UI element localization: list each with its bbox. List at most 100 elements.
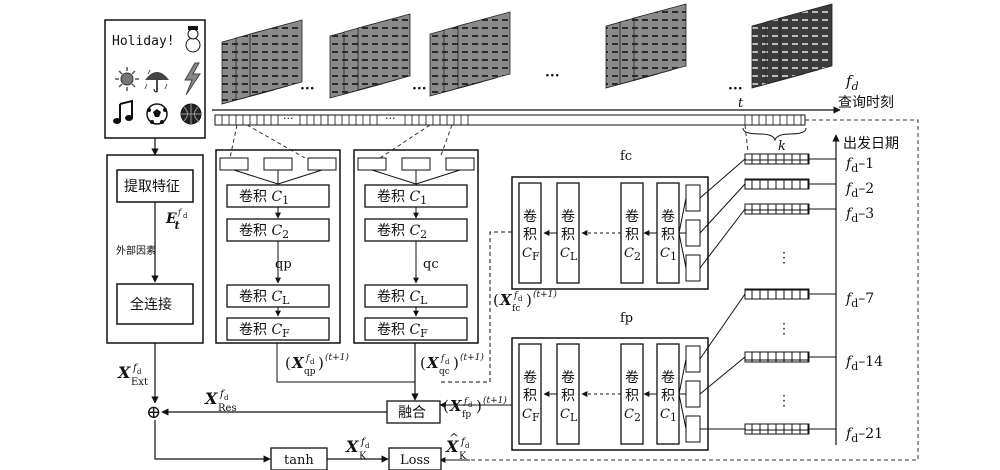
stack-dots-1: ··· xyxy=(300,81,315,97)
svg-text:K: K xyxy=(359,451,367,462)
loss-label: Loss xyxy=(400,453,430,468)
svg-text:(t+1): (t+1) xyxy=(533,289,557,300)
svg-text:卷: 卷 xyxy=(561,209,575,225)
vdots-3: ⋮ xyxy=(777,393,791,409)
svg-text:X: X xyxy=(291,354,305,372)
qc-conv-c2: 卷积 C2 xyxy=(364,218,468,242)
svg-text:卷积 CF: 卷积 CF xyxy=(377,322,428,340)
fusion-output: 融合 ⊕ tanh Loss xyxy=(146,231,512,470)
vdots-2: ⋮ xyxy=(777,321,791,337)
svg-text:积: 积 xyxy=(561,227,575,243)
departure-date-item: fd–2 xyxy=(744,178,874,200)
svg-text:积: 积 xyxy=(523,388,537,404)
tanh-label: tanh xyxy=(284,453,314,468)
axis-dots-2: ··· xyxy=(385,112,396,125)
slice-stack-1 xyxy=(221,19,303,105)
query-time-slices xyxy=(221,3,833,105)
svg-text:X: X xyxy=(345,437,359,456)
external-factor-panel: Holiday! xyxy=(104,19,206,139)
svg-text:C2: C2 xyxy=(624,407,641,424)
svg-text:fd–14: fd–14 xyxy=(845,354,883,373)
slice-stack-3 xyxy=(429,11,511,97)
svg-text:qc: qc xyxy=(439,367,450,377)
svg-text:X: X xyxy=(449,397,463,415)
svg-text:卷: 卷 xyxy=(625,209,639,225)
t-label: t xyxy=(738,96,744,111)
svg-text:卷积 CL: 卷积 CL xyxy=(377,289,428,307)
dashed-connectors xyxy=(229,119,919,461)
slice-stack-4 xyxy=(605,3,687,89)
departure-date-item: fd–1 xyxy=(744,153,874,175)
svg-text:fp: fp xyxy=(462,410,471,420)
svg-text:(: ( xyxy=(443,397,449,415)
svg-text:f: f xyxy=(305,354,311,364)
svg-text:C2: C2 xyxy=(624,246,641,263)
external-factor-label: 外部因素 xyxy=(116,244,156,257)
svg-text:CF: CF xyxy=(522,246,540,263)
query-time-label: 查询时刻 xyxy=(838,95,894,111)
slice-stack-2 xyxy=(329,13,411,99)
departure-date-item: fd–21 xyxy=(744,423,883,445)
svg-text:f: f xyxy=(460,437,467,448)
svg-text:X: X xyxy=(445,437,459,456)
svg-text:积: 积 xyxy=(661,227,675,243)
svg-text:): ) xyxy=(526,291,532,309)
full-connection-label: 全连接 xyxy=(130,296,172,313)
fd-label: fd xyxy=(845,72,859,93)
svg-text:f: f xyxy=(440,354,446,364)
svg-text:f: f xyxy=(513,291,519,301)
qc-conv-cl: 卷积 CL xyxy=(364,284,468,308)
stack-dots-3: ··· xyxy=(545,68,560,84)
svg-text:): ) xyxy=(476,397,482,415)
svg-text:f: f xyxy=(132,363,139,374)
svg-text:fd–2: fd–2 xyxy=(845,181,874,200)
qp-conv-c2: 卷积 C2 xyxy=(226,218,330,242)
k-label: k xyxy=(778,139,786,154)
svg-text:d: d xyxy=(468,401,473,409)
qc-branch: 卷积 C1 卷积 C2 卷积 CL 卷积 CF xyxy=(353,149,479,344)
svg-text:(t+1): (t+1) xyxy=(325,352,349,363)
svg-text:卷: 卷 xyxy=(523,209,537,225)
svg-text:): ) xyxy=(318,354,324,372)
svg-text:f: f xyxy=(360,437,367,448)
svg-text:X: X xyxy=(426,354,440,372)
svg-text:X: X xyxy=(499,291,513,309)
svg-text:卷积 C1: 卷积 C1 xyxy=(239,189,289,207)
svg-text:d: d xyxy=(518,295,523,303)
axis-dots-1: ··· xyxy=(283,112,294,125)
fp-label: fp xyxy=(620,311,633,326)
time-axis: ··· ··· ··· ··· ··· ··· t fd 查询时刻 k xyxy=(212,68,894,154)
svg-text:积: 积 xyxy=(561,388,575,404)
svg-text:卷积 C2: 卷积 C2 xyxy=(239,223,289,241)
fc-label: fc xyxy=(620,149,632,164)
e-symbol: Et xyxy=(165,211,180,232)
svg-text:X: X xyxy=(204,389,218,408)
svg-text:f: f xyxy=(219,389,226,400)
svg-text:卷积 C1: 卷积 C1 xyxy=(377,189,427,207)
qc-conv-cf: 卷积 CF xyxy=(364,317,468,341)
departure-date-item: fd–7 xyxy=(744,288,874,310)
svg-text:(: ( xyxy=(285,354,291,372)
svg-text:d: d xyxy=(224,394,229,402)
svg-text:(t+1): (t+1) xyxy=(483,395,507,406)
stack-dots-2: ··· xyxy=(412,81,427,97)
svg-text:fd–1: fd–1 xyxy=(845,156,874,175)
qc-conv-c1: 卷积 C1 xyxy=(364,184,468,208)
qp-conv-cf: 卷积 CF xyxy=(226,317,330,341)
